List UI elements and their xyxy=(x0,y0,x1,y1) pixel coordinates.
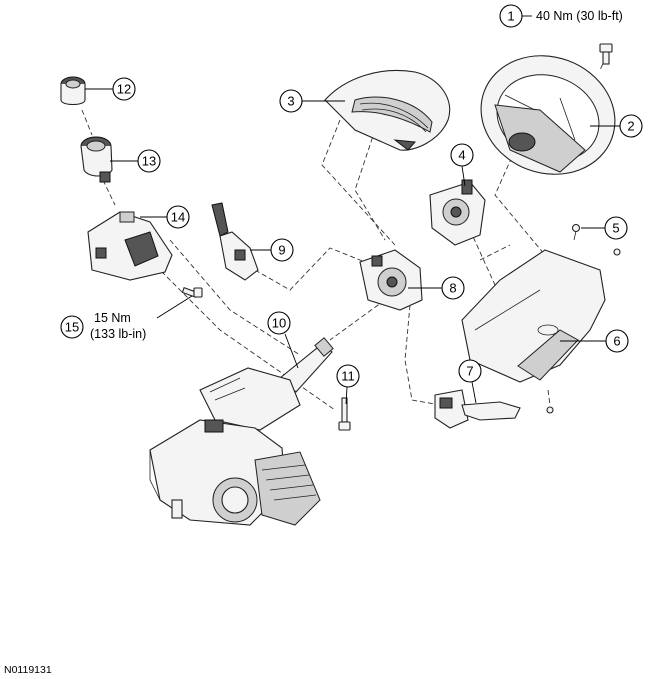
steering-wheel-bolt xyxy=(599,43,613,65)
callout-8-number: 8 xyxy=(449,281,456,296)
callout-7-number: 7 xyxy=(466,364,473,379)
callout-5: 5 xyxy=(604,216,628,240)
multifunction-switch xyxy=(211,202,259,281)
torque-spec-item15-imperial: (133 lb-in) xyxy=(90,327,146,341)
callout-9: 9 xyxy=(270,238,294,262)
column-bolt xyxy=(338,397,351,431)
driver-airbag-module xyxy=(324,69,451,151)
callout-12: 12 xyxy=(112,77,136,101)
callout-10: 10 xyxy=(267,311,291,335)
callout-2-number: 2 xyxy=(627,119,634,134)
callout-1-number: 1 xyxy=(507,9,514,24)
torque-spec-item1: 40 Nm (30 lb-ft) xyxy=(536,9,623,23)
ignition-lock-cylinder xyxy=(80,136,113,183)
callout-8: 8 xyxy=(441,276,465,300)
ignition-lock-cylinder-cap xyxy=(60,76,86,106)
callout-14: 14 xyxy=(166,205,190,229)
lower-steering-column-shroud xyxy=(461,249,606,383)
callout-7: 7 xyxy=(458,359,482,383)
callout-4-number: 4 xyxy=(458,148,465,163)
callout-12-number: 12 xyxy=(117,82,131,97)
callout-6-number: 6 xyxy=(613,334,620,349)
leader-lines xyxy=(85,15,620,405)
wiper-switch xyxy=(434,389,521,429)
callout-14-number: 14 xyxy=(171,210,185,225)
callout-4: 4 xyxy=(450,143,474,167)
callout-10-number: 10 xyxy=(272,316,286,331)
callout-13: 13 xyxy=(137,149,161,173)
callout-11: 11 xyxy=(336,364,360,388)
callout-2: 2 xyxy=(619,114,643,138)
figure-id: N0119131 xyxy=(4,664,52,676)
callout-15-number: 15 xyxy=(65,320,79,335)
callout-9-number: 9 xyxy=(278,243,285,258)
callout-3: 3 xyxy=(279,89,303,113)
steering-wheel xyxy=(480,55,616,175)
callout-5-number: 5 xyxy=(612,221,619,236)
torque-spec-item15-value: 15 Nm xyxy=(94,311,131,325)
callout-13-number: 13 xyxy=(142,154,156,169)
callout-3-number: 3 xyxy=(287,94,294,109)
steering-column-control-module xyxy=(359,249,423,311)
steering-column-assembly xyxy=(149,337,334,526)
lock-housing-bolt xyxy=(181,287,203,298)
callout-15: 15 xyxy=(60,315,84,339)
lock-housing xyxy=(87,211,173,281)
callout-6: 6 xyxy=(605,329,629,353)
callout-1: 1 xyxy=(499,4,523,28)
screw-shroud-side xyxy=(613,248,621,256)
clockspring xyxy=(429,179,486,246)
screw-upper xyxy=(571,223,581,241)
callout-11-number: 11 xyxy=(341,369,355,384)
screw-shroud-lower xyxy=(546,406,554,414)
